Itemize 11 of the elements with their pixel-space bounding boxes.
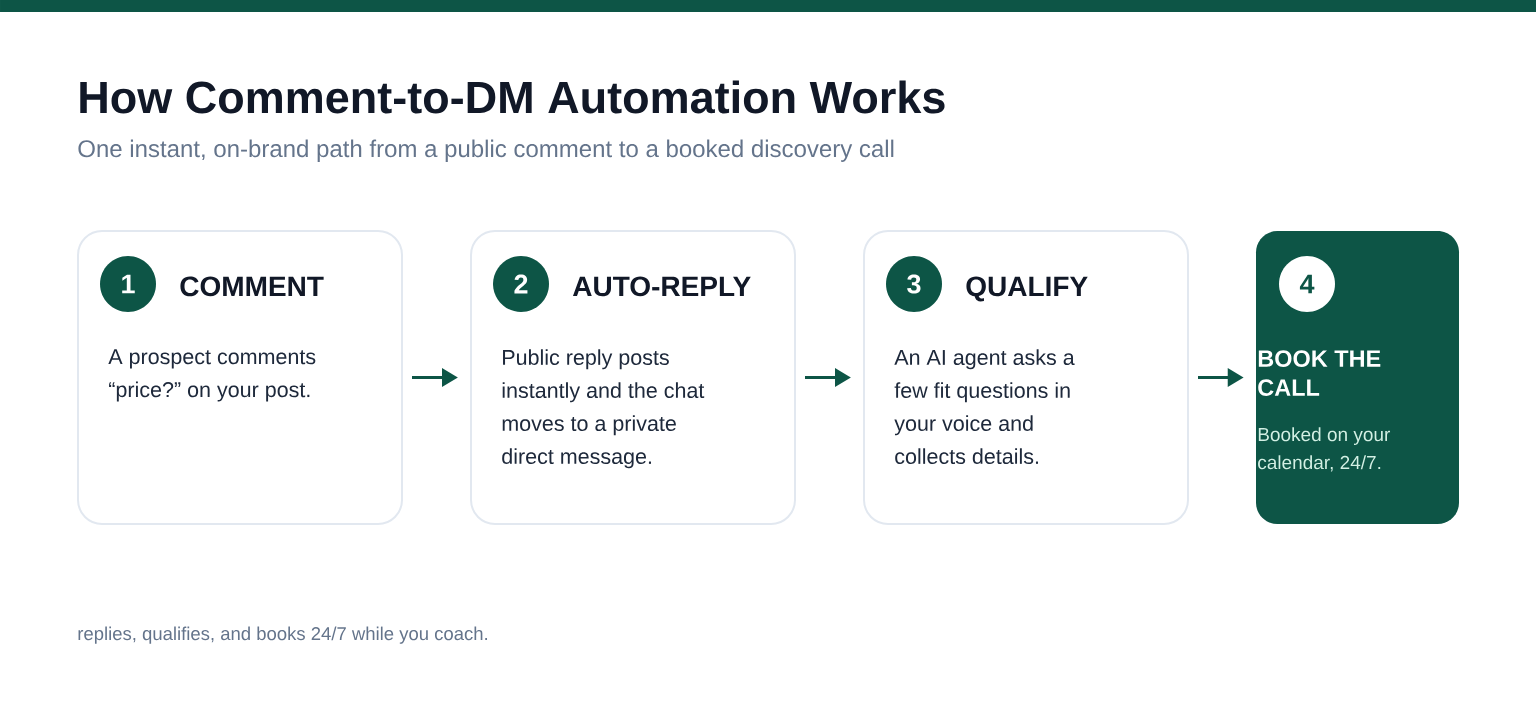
- footnote: replies, qualifies, and books 24/7 while you coach.: [78, 626, 487, 644]
- subtitle: One instant, on-brand path from a public comment to a booked discovery call: [78, 139, 894, 162]
- step-title: COMMENT: [180, 276, 324, 297]
- step-description: A prospect comments “price?” on your post.: [108, 349, 316, 402]
- step-description: Booked on your calendar, 24/7.: [1258, 427, 1390, 472]
- step-description: An AI agent asks a few fit questions in your voice and collects details.: [894, 349, 1075, 465]
- step-title: BOOK THE CALL: [1258, 350, 1381, 396]
- step-title: QUALIFY: [966, 276, 1088, 302]
- title: How Comment-to-DM Automation Works: [80, 80, 945, 114]
- step-title: AUTO-REPLY: [572, 276, 751, 297]
- step-description: Public reply posts instantly and the chat moves to a private direct message.: [502, 349, 705, 469]
